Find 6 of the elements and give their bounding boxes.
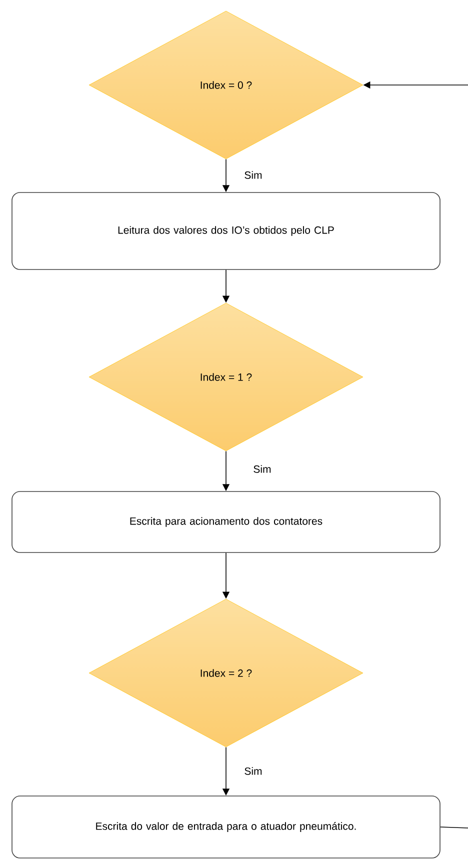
- process-box: Leitura dos valores dos IO’s obtidos pelo CLP: [12, 192, 440, 270]
- edge-label: Sim: [243, 766, 264, 776]
- process-box: Escrita para acionamento dos contatores: [12, 491, 440, 553]
- edge-label: Sim: [252, 464, 272, 474]
- edge-label: Sim: [243, 170, 264, 180]
- process-box: Escrita do valor de entrada para o atuador pneumático.: [12, 796, 440, 858]
